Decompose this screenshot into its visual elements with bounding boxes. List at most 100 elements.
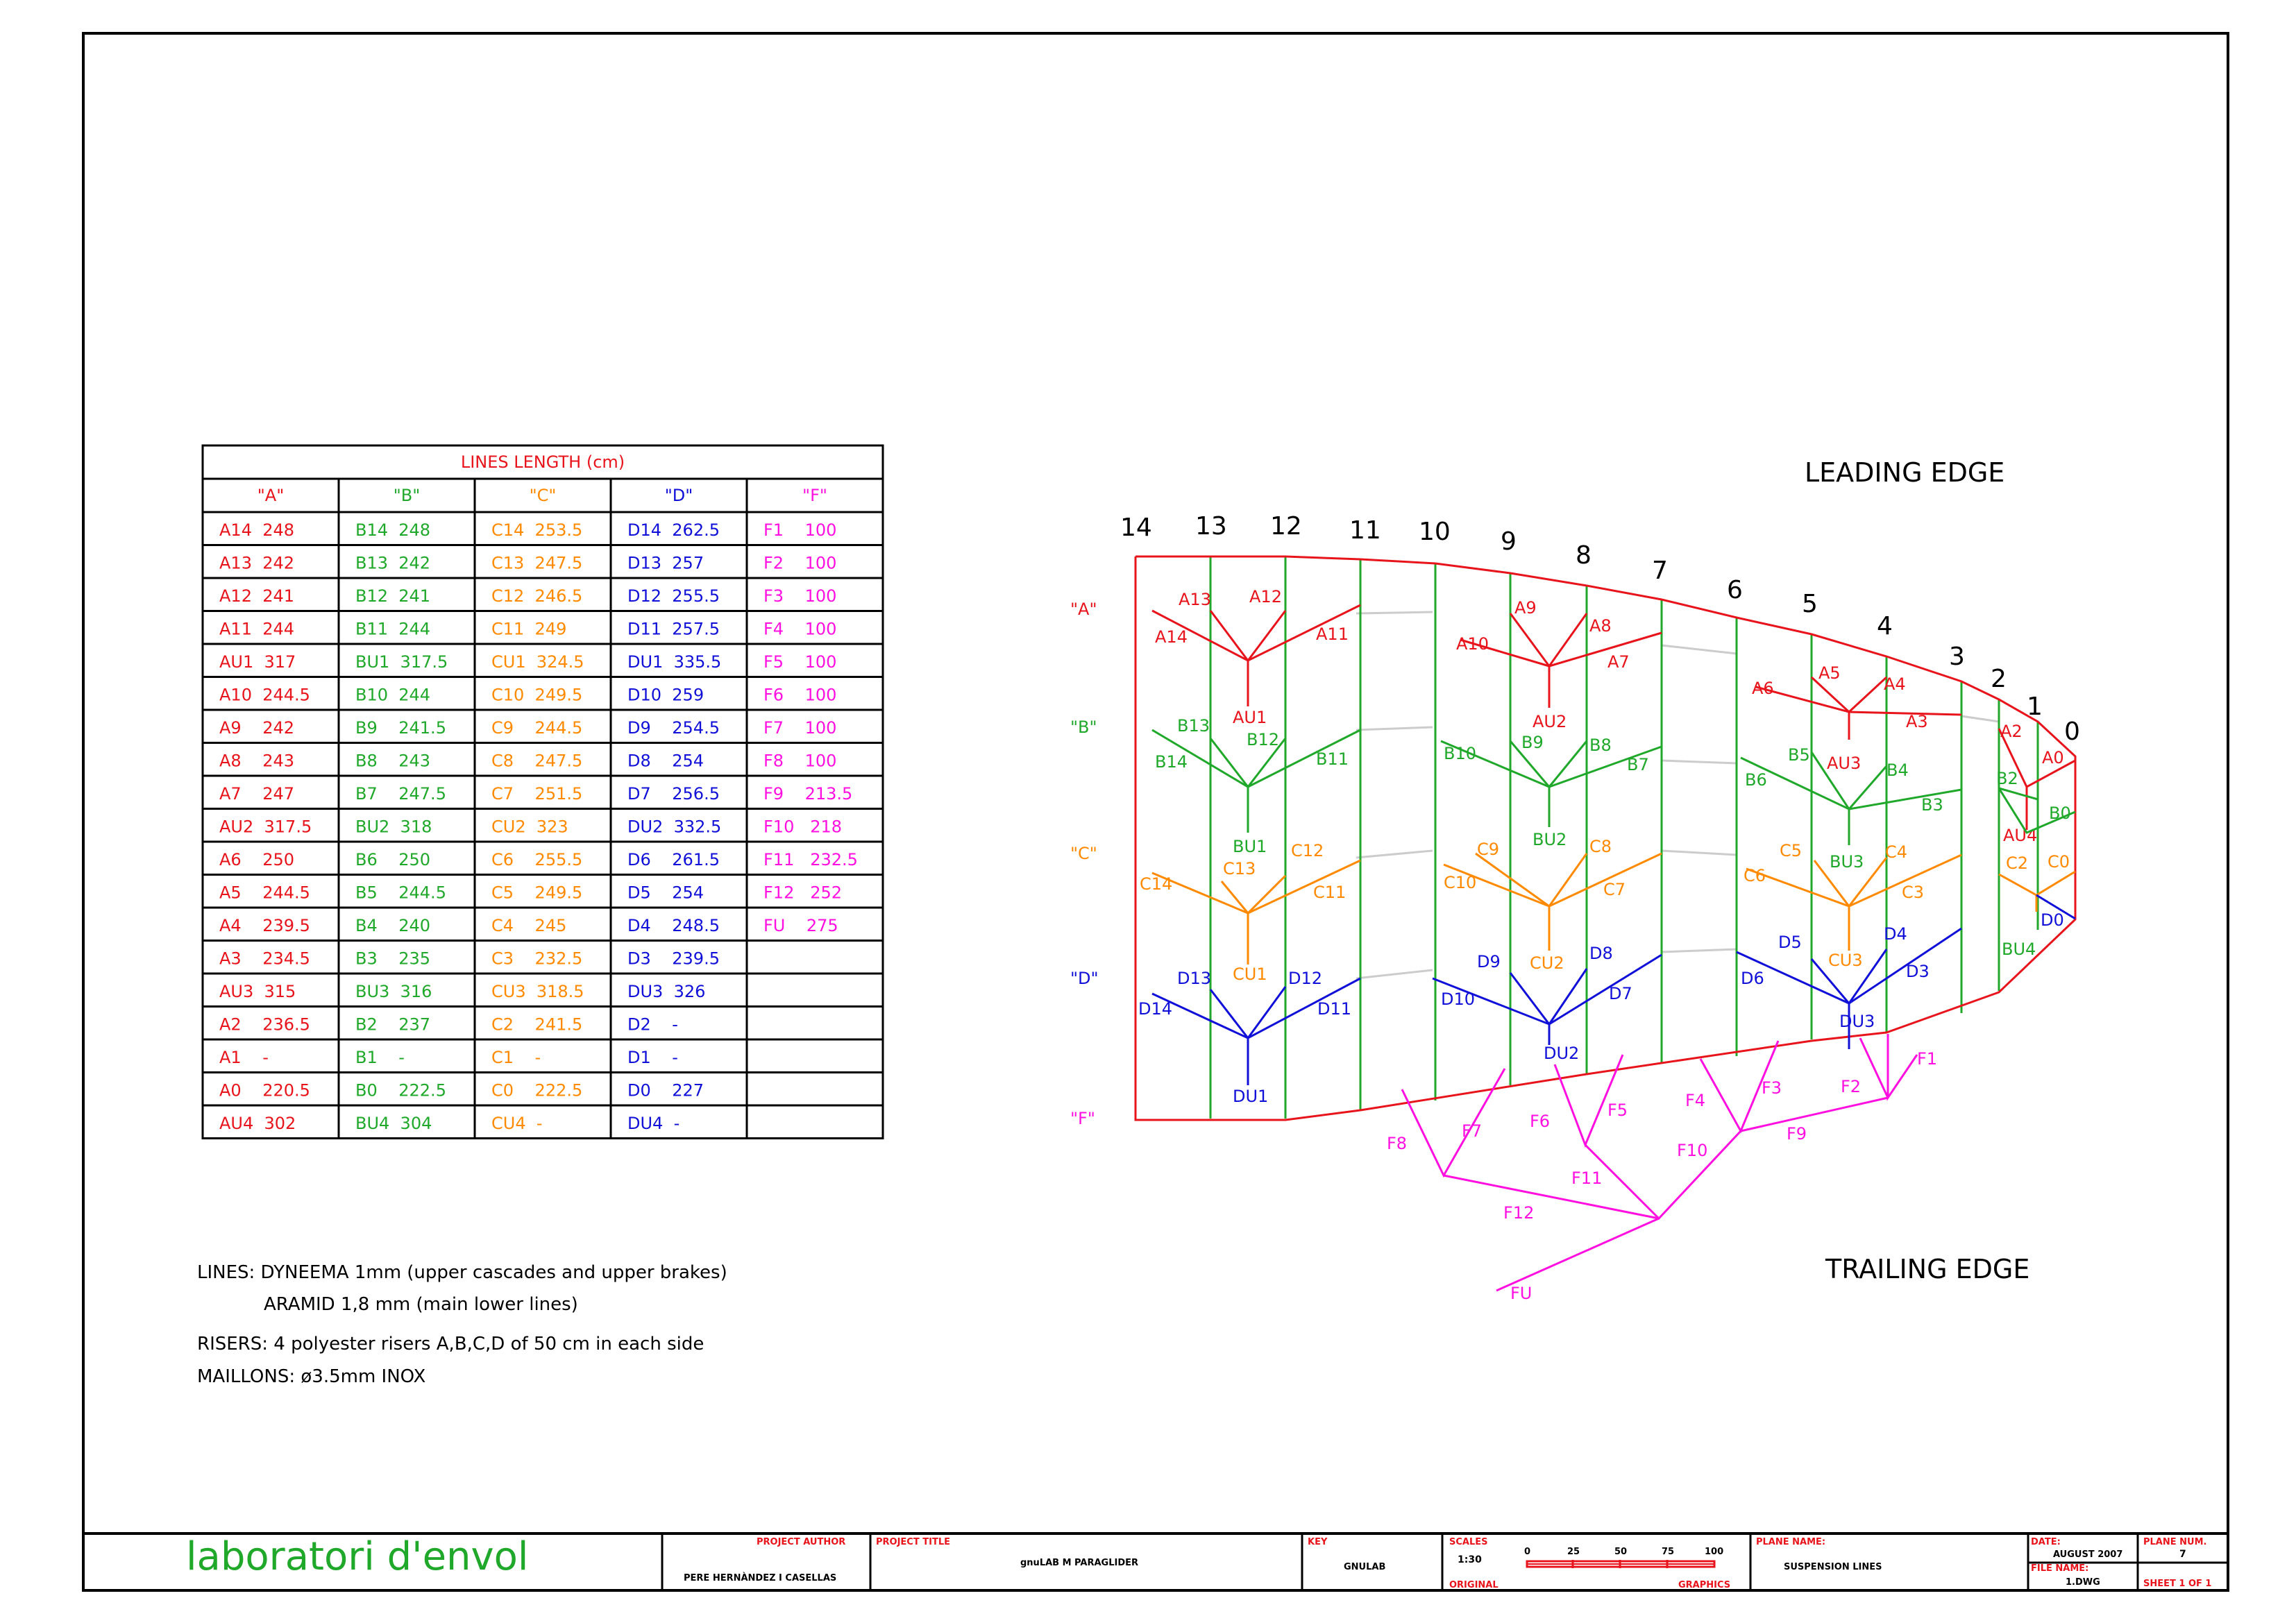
table-cell: B3 235 [355,949,430,969]
table-cell: AU2 317.5 [219,817,312,837]
rib-numbers: 14 13 12 11 10 9 8 7 6 5 4 3 2 1 0 [1120,512,2080,746]
table-cell: C6 255.5 [491,850,582,869]
line-label: A10 [1456,634,1489,654]
line-label: C3 [1902,883,1924,902]
scale-tick: 50 [1614,1547,1627,1557]
table-cell: D6 261.5 [627,850,720,869]
table-cell: F8 100 [763,751,836,771]
table-cell: A7 247 [219,784,294,804]
table-cell: A5 244.5 [219,883,310,903]
table-cell: A9 242 [219,718,294,738]
table-cell: F2 100 [763,554,836,573]
project-title-label: PROJECT TITLE [876,1537,950,1547]
table-cell: D13 257 [627,554,704,573]
table-cell: C5 249.5 [491,883,582,903]
note-lines: LINES: DYNEEMA 1mm (upper cascades and u… [197,1262,727,1283]
table-cell: A3 234.5 [219,949,310,969]
table-cell: B12 241 [355,586,430,606]
line-label: B2 [1996,769,2018,788]
note-risers: RISERS: 4 polyester risers A,B,C,D of 50… [197,1334,704,1354]
b-lines [1151,729,2076,845]
line-label: F1 [1917,1049,1937,1069]
line-label: D9 [1477,952,1501,971]
project-author-label: PROJECT AUTHOR [757,1537,845,1547]
rib-number: 6 [1727,576,1743,604]
line-label: AU3 [1827,754,1861,773]
line-label: BU2 [1533,830,1567,849]
table-cell: AU4 302 [219,1114,296,1133]
table-cell: A0 220.5 [219,1081,310,1101]
line-label: DU2 [1544,1044,1579,1063]
line-label: CU1 [1233,965,1267,984]
table-cell: D1 - [627,1048,678,1067]
table-cell: F7 100 [763,718,836,738]
line-label: A11 [1316,624,1349,644]
line-label: F11 [1571,1169,1602,1188]
file-name: 1.DWG [2066,1577,2100,1588]
line-label: D0 [2041,910,2064,930]
table-header: "D" [665,486,693,505]
line-label: A14 [1155,627,1188,647]
line-label: B11 [1316,749,1349,769]
table-cell: B7 247.5 [355,784,446,804]
table-cell: C12 246.5 [491,586,582,606]
line-label: B12 [1247,730,1279,749]
table-cell: C10 249.5 [491,686,582,705]
line-label: A13 [1179,590,1211,609]
project-title: gnuLAB M PARAGLIDER [1020,1558,1138,1568]
line-label: C7 [1603,880,1626,899]
line-label: A9 [1514,598,1537,618]
scale-tick: 75 [1662,1547,1674,1557]
rib-number: 7 [1652,556,1668,585]
plane-name-label: PLANE NAME: [1756,1537,1825,1547]
table-cell: BU3 316 [355,982,432,1001]
line-label: D7 [1609,984,1632,1003]
row-label-a: "A" [1070,600,1097,619]
line-label: A5 [1818,663,1841,683]
rib-number: 12 [1270,512,1302,541]
table-cell: AU1 317 [219,652,296,672]
line-label: F12 [1503,1203,1534,1223]
table-cell: D0 227 [627,1081,704,1101]
line-label: F8 [1387,1134,1407,1153]
project-author: PERE HERNÀNDEZ I CASELLAS [684,1572,836,1583]
table-cell: A2 236.5 [219,1015,310,1035]
line-label: AU1 [1233,708,1267,727]
suspension-diagram: LEADING EDGE TRAILING EDGE 14 13 12 11 1… [1070,457,2080,1303]
table-cell: B9 241.5 [355,718,446,738]
row-label-d: "D" [1070,969,1099,988]
table-cell: A13 242 [219,554,294,573]
line-label: F9 [1787,1124,1807,1144]
table-cell: B14 248 [355,520,430,540]
table-cell: C3 232.5 [491,949,582,969]
line-label: C8 [1589,837,1612,856]
table-cell: C11 249 [491,620,566,639]
line-label: AU4 [2003,826,2037,845]
line-label: F4 [1685,1091,1705,1110]
table-title: LINES LENGTH (cm) [461,452,625,472]
table-cell: D2 - [627,1015,678,1035]
wing-outline [1134,555,2077,1121]
table-cell: F3 100 [763,586,836,606]
line-label: C10 [1444,873,1476,892]
table-cell: D4 248.5 [627,916,720,935]
rib-number: 1 [2027,692,2043,721]
row-label-b: "B" [1070,717,1097,737]
b-labels: B13 B12 B14 B11 BU1 B9 B8 B10 B7 BU2 B5 … [1155,716,2071,959]
table-cell: DU4 - [627,1114,679,1133]
row-label-c: "C" [1070,844,1097,863]
table-cell: B6 250 [355,850,430,869]
line-label: F2 [1841,1077,1861,1096]
table-cell: D7 256.5 [627,784,720,804]
table-cell: A11 244 [219,620,294,639]
rib-number: 8 [1576,541,1592,570]
table-cell: BU1 317.5 [355,652,448,672]
table-cell: C8 247.5 [491,751,582,771]
key-value: GNULAB [1344,1562,1385,1572]
line-label: BU4 [2002,940,2036,959]
line-label: B0 [2049,804,2071,823]
table-cell: B4 240 [355,916,430,935]
row-label-f: "F" [1070,1109,1095,1128]
line-label: C0 [2048,852,2070,872]
